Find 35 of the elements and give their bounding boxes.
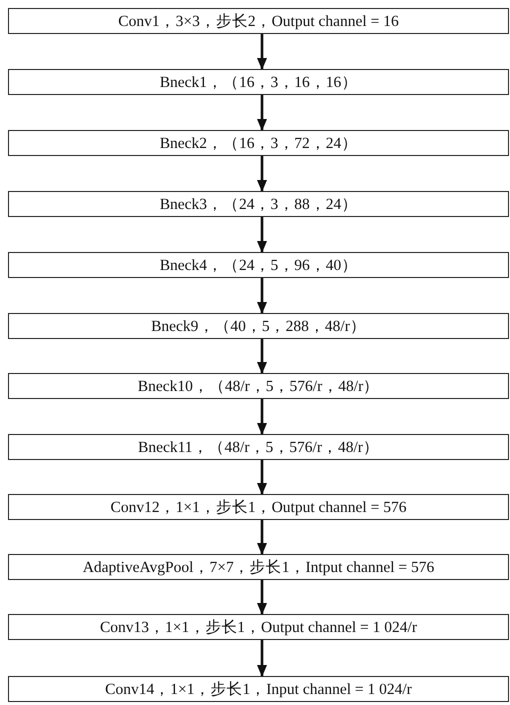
process-box — [8, 252, 509, 278]
arrow — [257, 339, 267, 374]
arrow — [257, 640, 267, 677]
layer-label: AdaptiveAvgPool，7×7，步长1，Intput channel = 576 — [82, 558, 434, 578]
process-box — [8, 191, 509, 217]
process-box — [8, 676, 509, 702]
process-box — [8, 614, 509, 640]
arrow — [257, 580, 267, 615]
arrow — [257, 217, 267, 253]
layer-label: Bneck3，（24，3，88，24） — [160, 194, 358, 214]
process-box — [8, 69, 509, 95]
layer-label: Bneck9，（40，5，288，48/r） — [151, 316, 366, 336]
layer-label: Bneck10，（48/r，5，576/r，48/r） — [138, 376, 380, 396]
process-box — [8, 434, 509, 460]
layer-label: Bneck1，（16，3，16，16） — [160, 72, 358, 92]
arrow — [257, 460, 267, 495]
layer-label: Bneck2，（16，3，72，24） — [160, 134, 358, 154]
process-box — [8, 313, 509, 339]
arrow — [257, 156, 267, 192]
process-box — [8, 554, 509, 580]
process-box — [8, 130, 509, 156]
layer-label: Bneck4，（24，5，96，40） — [160, 256, 358, 276]
process-box — [8, 8, 509, 34]
layer-label: Conv12，1×1，步长1，Output channel = 576 — [110, 498, 406, 518]
layer-label: Conv14，1×1，步长1，Input channel = 1 024/r — [105, 680, 412, 700]
arrow — [257, 520, 267, 555]
layer-label: Conv1，3×3，步长2，Output channel = 16 — [118, 12, 399, 32]
arrow — [257, 95, 267, 131]
layer-label: Bneck11，（48/r，5，576/r，48/r） — [138, 438, 379, 458]
arrow — [257, 34, 267, 70]
arrow — [257, 278, 267, 314]
arrow — [257, 399, 267, 435]
process-box — [8, 373, 509, 399]
process-box — [8, 494, 509, 520]
layer-label: Conv13，1×1，步长1，Output channel = 1 024/r — [100, 618, 418, 638]
